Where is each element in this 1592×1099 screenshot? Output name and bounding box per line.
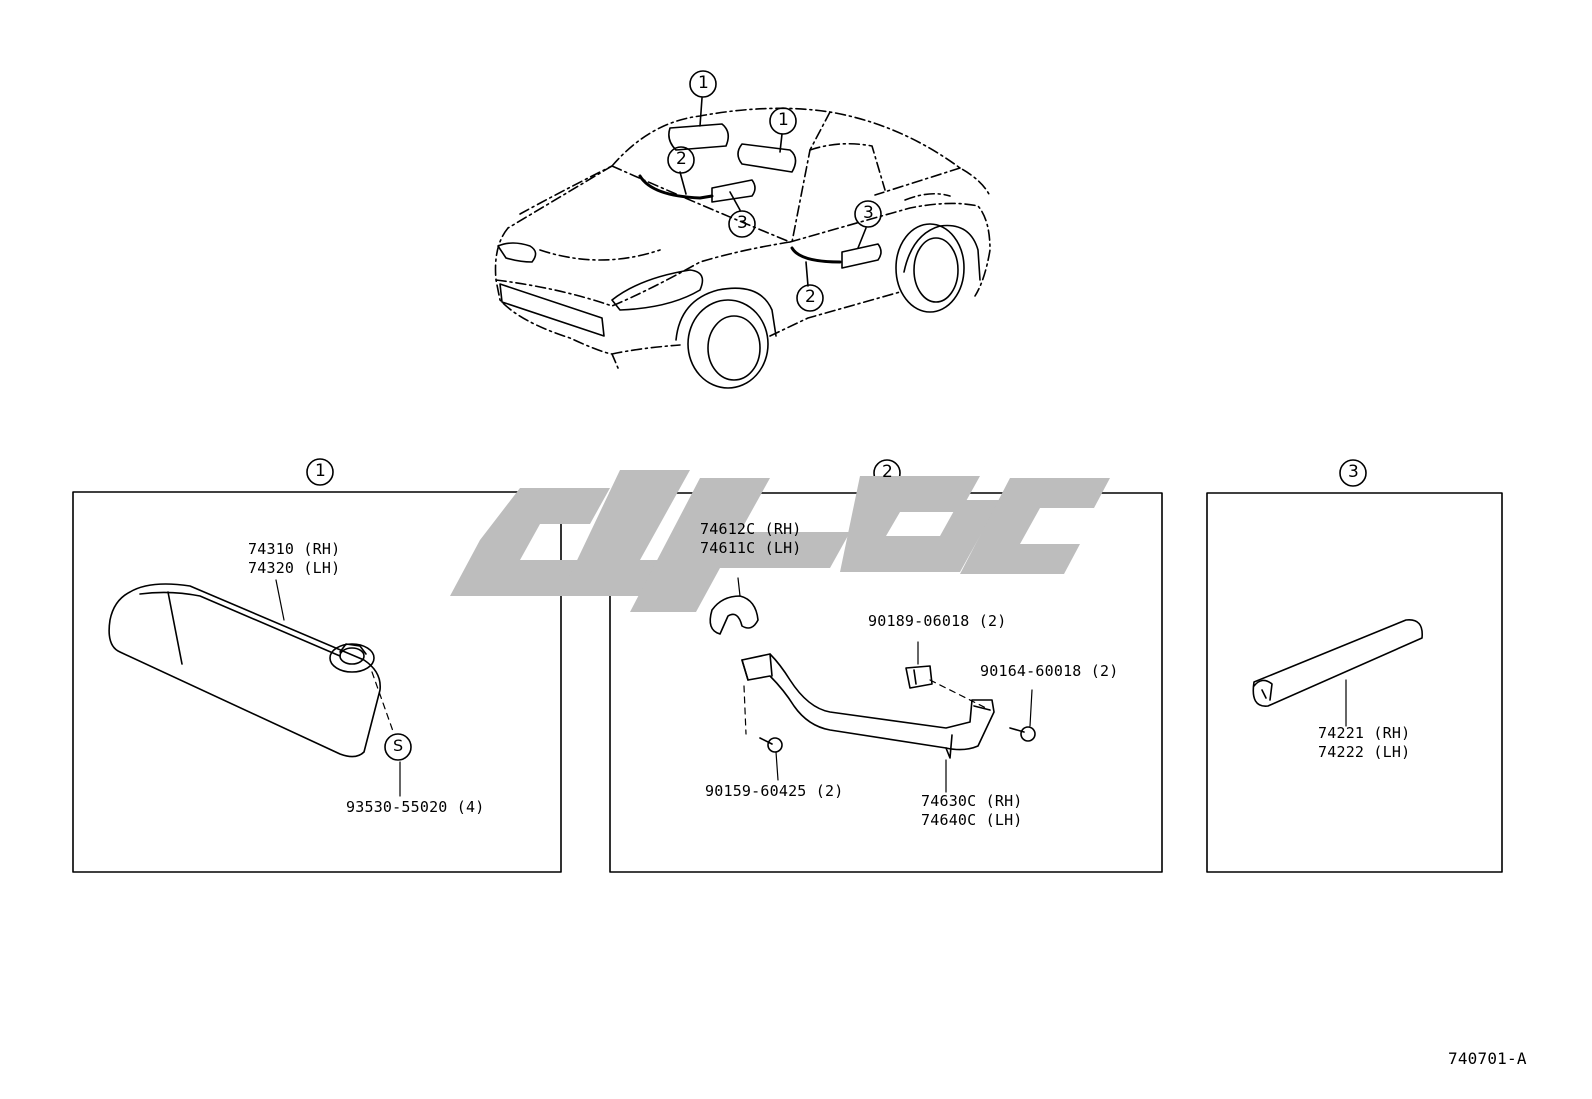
panel-1-part-rh: 74310 (RH) xyxy=(248,540,341,558)
panel-2-number: 2 xyxy=(882,462,893,482)
figure-code: 740701-A xyxy=(1448,1049,1527,1068)
panel-3-part-lh: 74222 (LH) xyxy=(1318,743,1411,761)
car-callout-trim-side: 3 xyxy=(863,203,874,223)
car-callout-visor-left: 1 xyxy=(698,73,709,93)
panel-2-cover-rh: 74612C (RH) xyxy=(700,520,802,538)
car-callout-trim-front: 3 xyxy=(737,213,748,233)
panel-1-frame xyxy=(72,491,562,873)
panel-3-number: 3 xyxy=(1348,462,1359,482)
panel-2-grip-rh: 74630C (RH) xyxy=(921,792,1023,810)
screw-callout-letter: S xyxy=(393,736,404,755)
roof-trim-drawing xyxy=(1252,619,1423,727)
panel-2-cover-lh: 74611C (LH) xyxy=(700,539,802,557)
watermark-logo xyxy=(450,470,1110,612)
screw-callout-s xyxy=(384,733,412,761)
panel-3-callout xyxy=(1339,459,1367,487)
panel-1-part-lh: 74320 (LH) xyxy=(248,559,341,577)
sun-visor-drawing xyxy=(108,579,401,797)
car-callout-grip-front: 2 xyxy=(676,149,687,169)
assist-grip-drawing xyxy=(709,577,1036,793)
panel-1-screw-part: 93530-55020 (4) xyxy=(346,798,485,816)
car-callout-circles xyxy=(667,70,882,312)
panel-1-callout xyxy=(306,458,334,486)
car-callout-grip-side: 2 xyxy=(805,287,816,307)
panel-2-grip-lh: 74640C (LH) xyxy=(921,811,1023,829)
panel-3-frame xyxy=(1206,492,1503,873)
car-illustration xyxy=(494,97,991,389)
panel-2-clip-part: 90189-06018 (2) xyxy=(868,612,1007,630)
panel-2-bolt-right-part: 90164-60018 (2) xyxy=(980,662,1119,680)
panel-3-part-rh: 74221 (RH) xyxy=(1318,724,1411,742)
panel-1-number: 1 xyxy=(315,461,326,481)
car-callout-visor-right: 1 xyxy=(778,110,789,130)
panel-2-bolt-left-part: 90159-60425 (2) xyxy=(705,782,844,800)
